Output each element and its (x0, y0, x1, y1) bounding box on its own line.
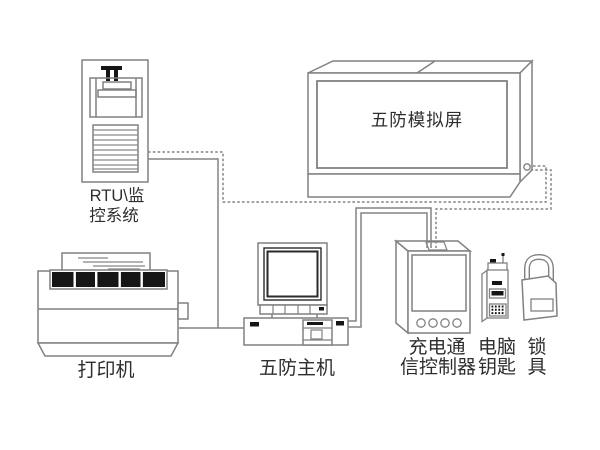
controller-label-line1: 充电通 (408, 336, 465, 358)
host-floppy-slot (250, 322, 259, 327)
simulation-screen-label: 五防模拟屏 (371, 110, 464, 130)
printer-paper-text-lines (78, 257, 145, 270)
host-label: 五防主机 (259, 357, 335, 379)
screen-display-area (316, 80, 508, 169)
lock-label-window (530, 298, 554, 312)
screen-connector-port (523, 163, 531, 171)
monitor-power-led (319, 307, 324, 311)
printer-device (36, 252, 189, 357)
printer-side-tab (177, 302, 189, 320)
key-display-small (492, 281, 502, 285)
cable-rtu-to-host (148, 158, 219, 328)
host-power-button (336, 321, 344, 326)
lock-label-line1: 锁 (527, 336, 546, 358)
rtu-drive-bay (89, 77, 143, 118)
cable-rtu-to-screen-dashed (148, 151, 547, 203)
monitor-base (259, 304, 328, 315)
host-computer-device (243, 242, 349, 346)
rtu-label-line2: 控系统 (89, 206, 139, 225)
charging-controller-device (393, 239, 473, 335)
key-label-line2: 钥匙 (478, 356, 516, 378)
monitor-screen (266, 250, 319, 298)
rtu-device (81, 59, 149, 183)
lock-device (521, 253, 558, 321)
lock-label-line2: 具 (527, 357, 546, 378)
screen-base-band (307, 173, 521, 198)
simulation-screen-device (307, 59, 534, 198)
controller-left-face (395, 239, 409, 335)
key-side-face (481, 269, 488, 323)
key-keypad-buttons (491, 305, 505, 315)
lock-body (521, 275, 558, 321)
cable-screen-to-controller-dashed (435, 169, 552, 248)
printer-base (36, 342, 180, 357)
rtu-antenna-icon (101, 66, 122, 81)
cables (148, 151, 552, 329)
rtu-vent-panel (92, 124, 139, 173)
controller-indicator-lights (416, 318, 462, 328)
rtu-vent-lines (93, 129, 138, 170)
computer-key-device (481, 253, 509, 323)
cable-host-to-controller-inner (348, 212, 428, 328)
host-front-panel (302, 319, 333, 346)
rtu-label-line1: RTU\监 (90, 186, 145, 205)
controller-label-line2: 信控制器 (400, 356, 476, 378)
cable-host-to-controller-outer (348, 207, 432, 322)
key-label-line1: 电脑 (478, 336, 516, 358)
printer-label: 打印机 (77, 359, 134, 381)
controller-display (411, 254, 467, 312)
printer-ribbon-cells (52, 272, 165, 287)
screen-top-seam (416, 60, 436, 74)
